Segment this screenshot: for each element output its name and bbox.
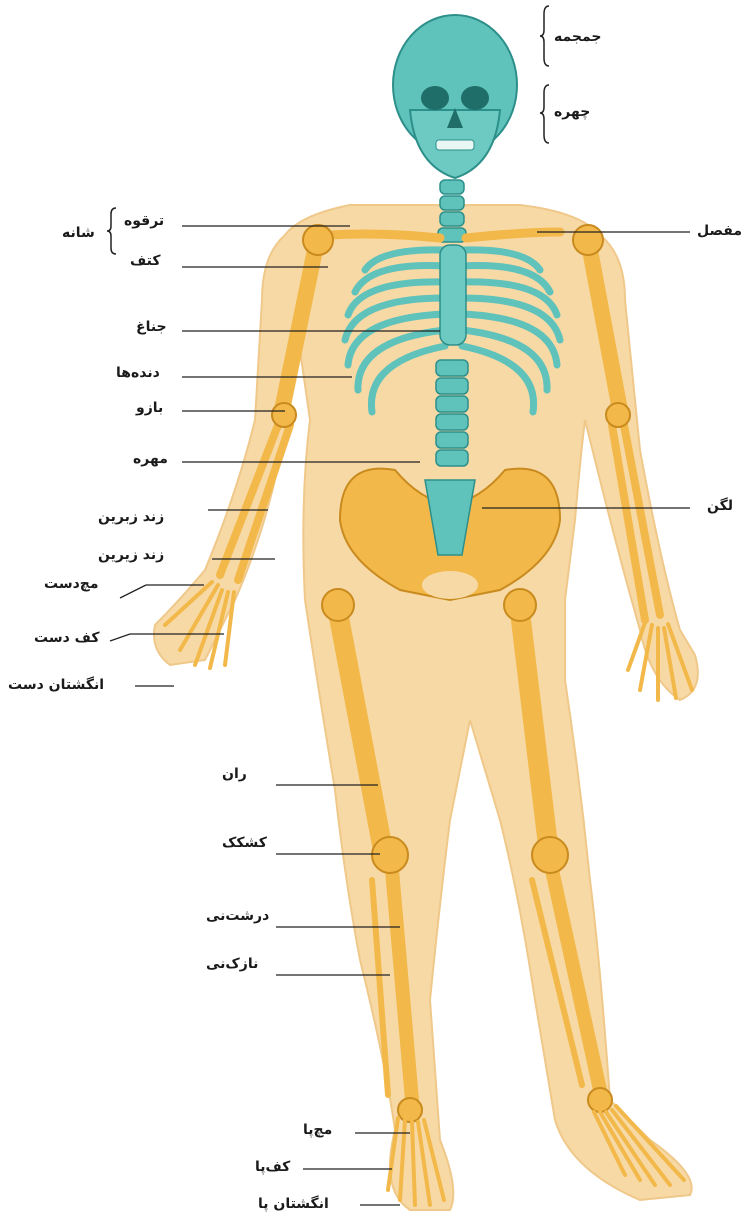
label-clavicle: ترقوه [124,212,164,230]
patella-right [532,837,568,873]
label-skull: جمجمه [554,28,601,46]
label-wrist: مچ‌دست [44,575,99,593]
label-scapula: کتف [130,252,161,270]
label-palm: کف دست [34,629,99,647]
label-toes: انگشتان پا [258,1195,329,1213]
label-tibia: درشت‌نی [206,907,269,925]
label-shoulder: شانه [62,224,95,242]
label-sole: کف‌پا [255,1158,290,1176]
eye-socket-left [421,86,449,110]
eye-socket-right [461,86,489,110]
pelvic-opening [422,571,478,599]
label-ulna: زند زبرین [98,508,164,526]
label-femur: ران [222,765,247,783]
patella-left [372,837,408,873]
label-sternum: جناغ [136,318,167,336]
label-ankle: مچ‌پا [303,1121,332,1139]
label-patella: کشکک [222,834,267,852]
label-joint: مفصل [697,222,742,240]
label-face: چهره [554,103,590,121]
label-fibula: نازک‌نی [206,955,258,973]
skull [393,15,517,178]
sternum [440,245,466,345]
label-humerus: بازو [136,399,163,417]
label-radius: زند زیرین [98,546,164,564]
label-ribs: دنده‌ها [116,364,160,382]
label-vertebra: مهره [133,450,168,468]
label-pelvis: لگن [707,497,733,515]
label-fingers: انگشتان دست [8,676,104,694]
teeth [436,140,474,150]
